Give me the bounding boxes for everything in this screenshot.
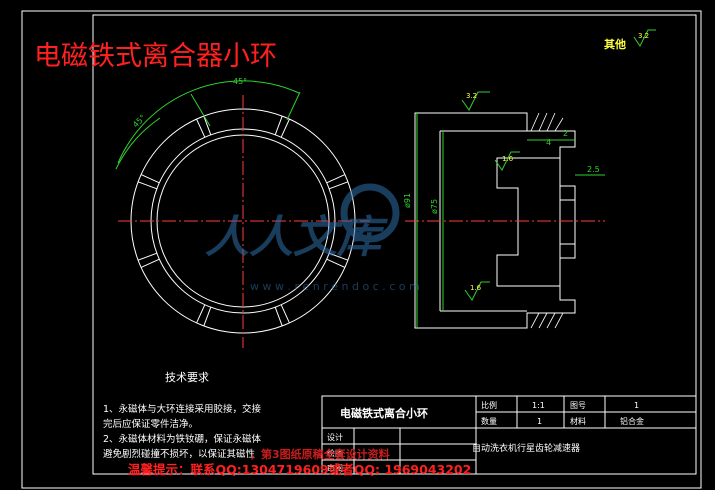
- segment-divider-line: [274, 115, 283, 135]
- segment-divider-line: [280, 304, 290, 324]
- ring-section-view: [405, 112, 605, 329]
- tb-draw-label: 绘图: [327, 448, 343, 458]
- watermark-logo-icon: [340, 183, 400, 243]
- angle-dim-arc-big: [117, 80, 300, 164]
- segment-divider-line: [274, 307, 283, 327]
- segment-divider-line: [329, 252, 349, 261]
- segment-divider-line: [326, 174, 346, 184]
- roughness-symbol-bot: [464, 281, 490, 301]
- tb-drawing-no-value: 1: [634, 401, 639, 410]
- tb-drawing-no-label: 图号: [570, 401, 586, 410]
- roughness-top-value: 3.2: [466, 92, 477, 100]
- tb-qty-label: 数量: [481, 416, 497, 426]
- segment-divider-line: [203, 307, 212, 327]
- roughness-symbol-top: [461, 91, 490, 111]
- angle-ext-line-1: [190, 93, 211, 127]
- segment-divider-line: [329, 181, 349, 190]
- other-label: 其他: [604, 37, 626, 51]
- tb-project: 自动洗衣机行星齿轮减速器: [472, 442, 580, 454]
- tech-line-4: 避免剧烈碰撞不损坏，以保证其磁性: [103, 448, 256, 460]
- roughness-symbol-mid: [494, 151, 520, 171]
- dim-4: 4: [546, 138, 551, 147]
- segment-divider-line: [140, 174, 160, 184]
- tech-line-3: 2、永磁体材料为铁钕硼，保证永磁体: [103, 433, 262, 445]
- segment-divider-line: [137, 252, 157, 261]
- tech-line-2: 完后应保证零件洁净。: [103, 418, 198, 430]
- segment-divider-line: [326, 258, 346, 268]
- segment-divider-line: [137, 181, 157, 190]
- watermark: 人人文库 w w w . r e n r e n d o c . c o m: [205, 183, 420, 293]
- watermark-contact: 温馨提示：联系QQ:1304719609或者QQ: 1969043202: [128, 462, 471, 477]
- dim-dia-outer: ø91: [403, 193, 412, 208]
- tb-material-label: 材料: [570, 416, 586, 426]
- section-hub: [496, 157, 561, 287]
- tb-scale-value: 1:1: [532, 401, 545, 410]
- roughness-symbol-other: [633, 29, 656, 47]
- dim-2: 2: [563, 129, 568, 138]
- tech-line-1: 1、永磁体与大环连接采用胶接，交接: [103, 403, 262, 415]
- tb-design-label: 设计: [327, 432, 343, 442]
- segment-divider-line: [196, 304, 206, 324]
- roughness-symbols: [461, 29, 656, 301]
- tech-heading: 技术要求: [165, 371, 209, 384]
- tb-material-value: 铝合金: [620, 416, 644, 426]
- ring-front-view: [115, 80, 370, 348]
- dim-2-5: 2.5: [587, 165, 600, 174]
- tb-review-label: 审阅: [327, 463, 343, 473]
- section-hatching: [530, 112, 564, 329]
- segment-divider-line: [280, 118, 290, 138]
- watermark-site: 人人文库: [205, 212, 388, 263]
- tb-scale-label: 比例: [481, 400, 497, 410]
- roughness-mid-value: 1.6: [502, 155, 514, 163]
- magnet-segment-dividers: [137, 115, 349, 327]
- roughness-bot-value: 1.6: [470, 284, 482, 292]
- angle-dim-arc-small: [115, 117, 161, 170]
- segment-divider-line: [203, 115, 212, 135]
- watermark-url: w w w . r e n r e n d o c . c o m: [250, 280, 420, 293]
- angle-ext-line-2: [286, 91, 301, 121]
- roughness-other-value: 3.2: [638, 32, 649, 40]
- segment-divider-line: [140, 258, 160, 268]
- outer-frame: [21, 10, 702, 489]
- title-block: [321, 395, 697, 475]
- angle-label-small: 45°: [131, 113, 147, 129]
- tb-part-name: 电磁铁式离合小环: [340, 406, 428, 420]
- dim-dia-inner: ø75: [430, 199, 439, 214]
- angle-label-big: 45°: [233, 77, 247, 86]
- drawing-title: 电磁铁式离合器小环: [34, 41, 277, 72]
- watermark-extra: ，第3图纸原稿全套设计资料: [250, 447, 390, 461]
- tb-qty-value: 1: [537, 417, 542, 426]
- section-flange: [560, 185, 576, 259]
- segment-divider-line: [196, 118, 206, 138]
